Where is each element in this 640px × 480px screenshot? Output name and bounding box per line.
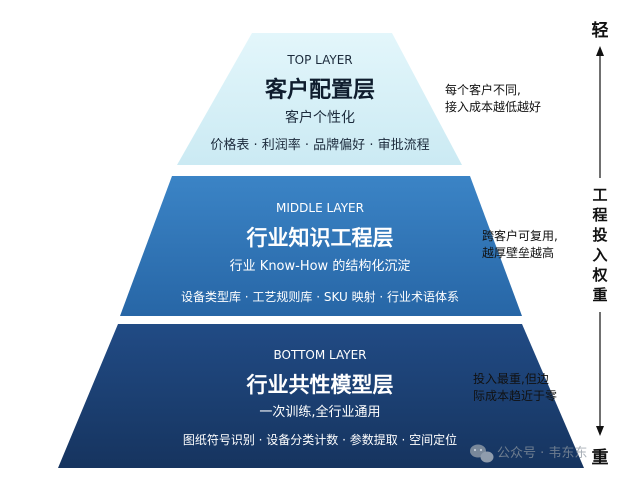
- watermark: 公众号 · 韦东东: [470, 444, 587, 463]
- axis-label-char: 重: [592, 286, 607, 304]
- top-layer-items: 价格表 · 利润率 · 品牌偏好 · 审批流程: [210, 137, 429, 153]
- axis-bottom-label: 重: [592, 447, 609, 468]
- bottom-layer-shape: [58, 324, 584, 468]
- middle-layer-tag: MIDDLE LAYER: [276, 201, 364, 215]
- top-layer-shape: [177, 33, 462, 165]
- middle-layer-note-line2: 越厚壁垒越高: [482, 245, 554, 260]
- middle-layer-note: 跨客户可复用, 越厚壁垒越高: [482, 228, 558, 260]
- axis-label-char: 工: [592, 186, 607, 204]
- top-layer-note-line1: 每个客户不同,: [445, 82, 521, 97]
- top-layer-note: 每个客户不同, 接入成本越低越好: [445, 82, 541, 114]
- middle-layer-note-line1: 跨客户可复用,: [482, 228, 558, 243]
- bottom-layer-tag: BOTTOM LAYER: [273, 348, 366, 362]
- top-layer: TOP LAYER 客户配置层 客户个性化 价格表 · 利润率 · 品牌偏好 ·…: [177, 33, 462, 165]
- axis-top-label: 轻: [592, 20, 609, 41]
- top-layer-note-line2: 接入成本越低越好: [445, 99, 541, 114]
- bottom-layer: BOTTOM LAYER 行业共性模型层 一次训练,全行业通用 图纸符号识别 ·…: [58, 324, 584, 468]
- axis-label-char: 权: [591, 266, 608, 284]
- axis-arrow-up-icon: [596, 46, 604, 56]
- middle-layer-title: 行业知识工程层: [246, 226, 394, 250]
- bottom-layer-subtitle: 一次训练,全行业通用: [259, 404, 380, 420]
- top-layer-subtitle: 客户个性化: [285, 109, 355, 126]
- top-layer-tag: TOP LAYER: [286, 53, 352, 67]
- axis-label-char: 入: [592, 246, 607, 264]
- axis-label-char: 程: [592, 206, 607, 224]
- weight-axis: 轻 工 程 投 入 权 重 重: [591, 20, 608, 468]
- bottom-layer-note: 投入最重,但边 际成本趋近于零: [473, 371, 557, 403]
- middle-layer: MIDDLE LAYER 行业知识工程层 行业 Know-How 的结构化沉淀 …: [120, 176, 522, 316]
- axis-label-char: 投: [592, 226, 607, 244]
- middle-layer-items: 设备类型库 · 工艺规则库 · SKU 映射 · 行业术语体系: [181, 289, 459, 304]
- bottom-layer-note-line1: 投入最重,但边: [473, 371, 549, 386]
- axis-label: 工 程 投 入 权 重: [591, 186, 608, 304]
- top-layer-title: 客户配置层: [265, 77, 375, 103]
- watermark-text: 公众号 · 韦东东: [497, 446, 587, 461]
- bottom-layer-items: 图纸符号识别 · 设备分类计数 · 参数提取 · 空间定位: [183, 432, 457, 447]
- wechat-icon: [470, 444, 494, 463]
- middle-layer-shape: [120, 176, 522, 316]
- axis-arrow-down-icon: [596, 426, 604, 436]
- bottom-layer-title: 行业共性模型层: [246, 373, 394, 397]
- middle-layer-subtitle: 行业 Know-How 的结构化沉淀: [230, 258, 411, 274]
- bottom-layer-note-line2: 际成本趋近于零: [473, 389, 557, 403]
